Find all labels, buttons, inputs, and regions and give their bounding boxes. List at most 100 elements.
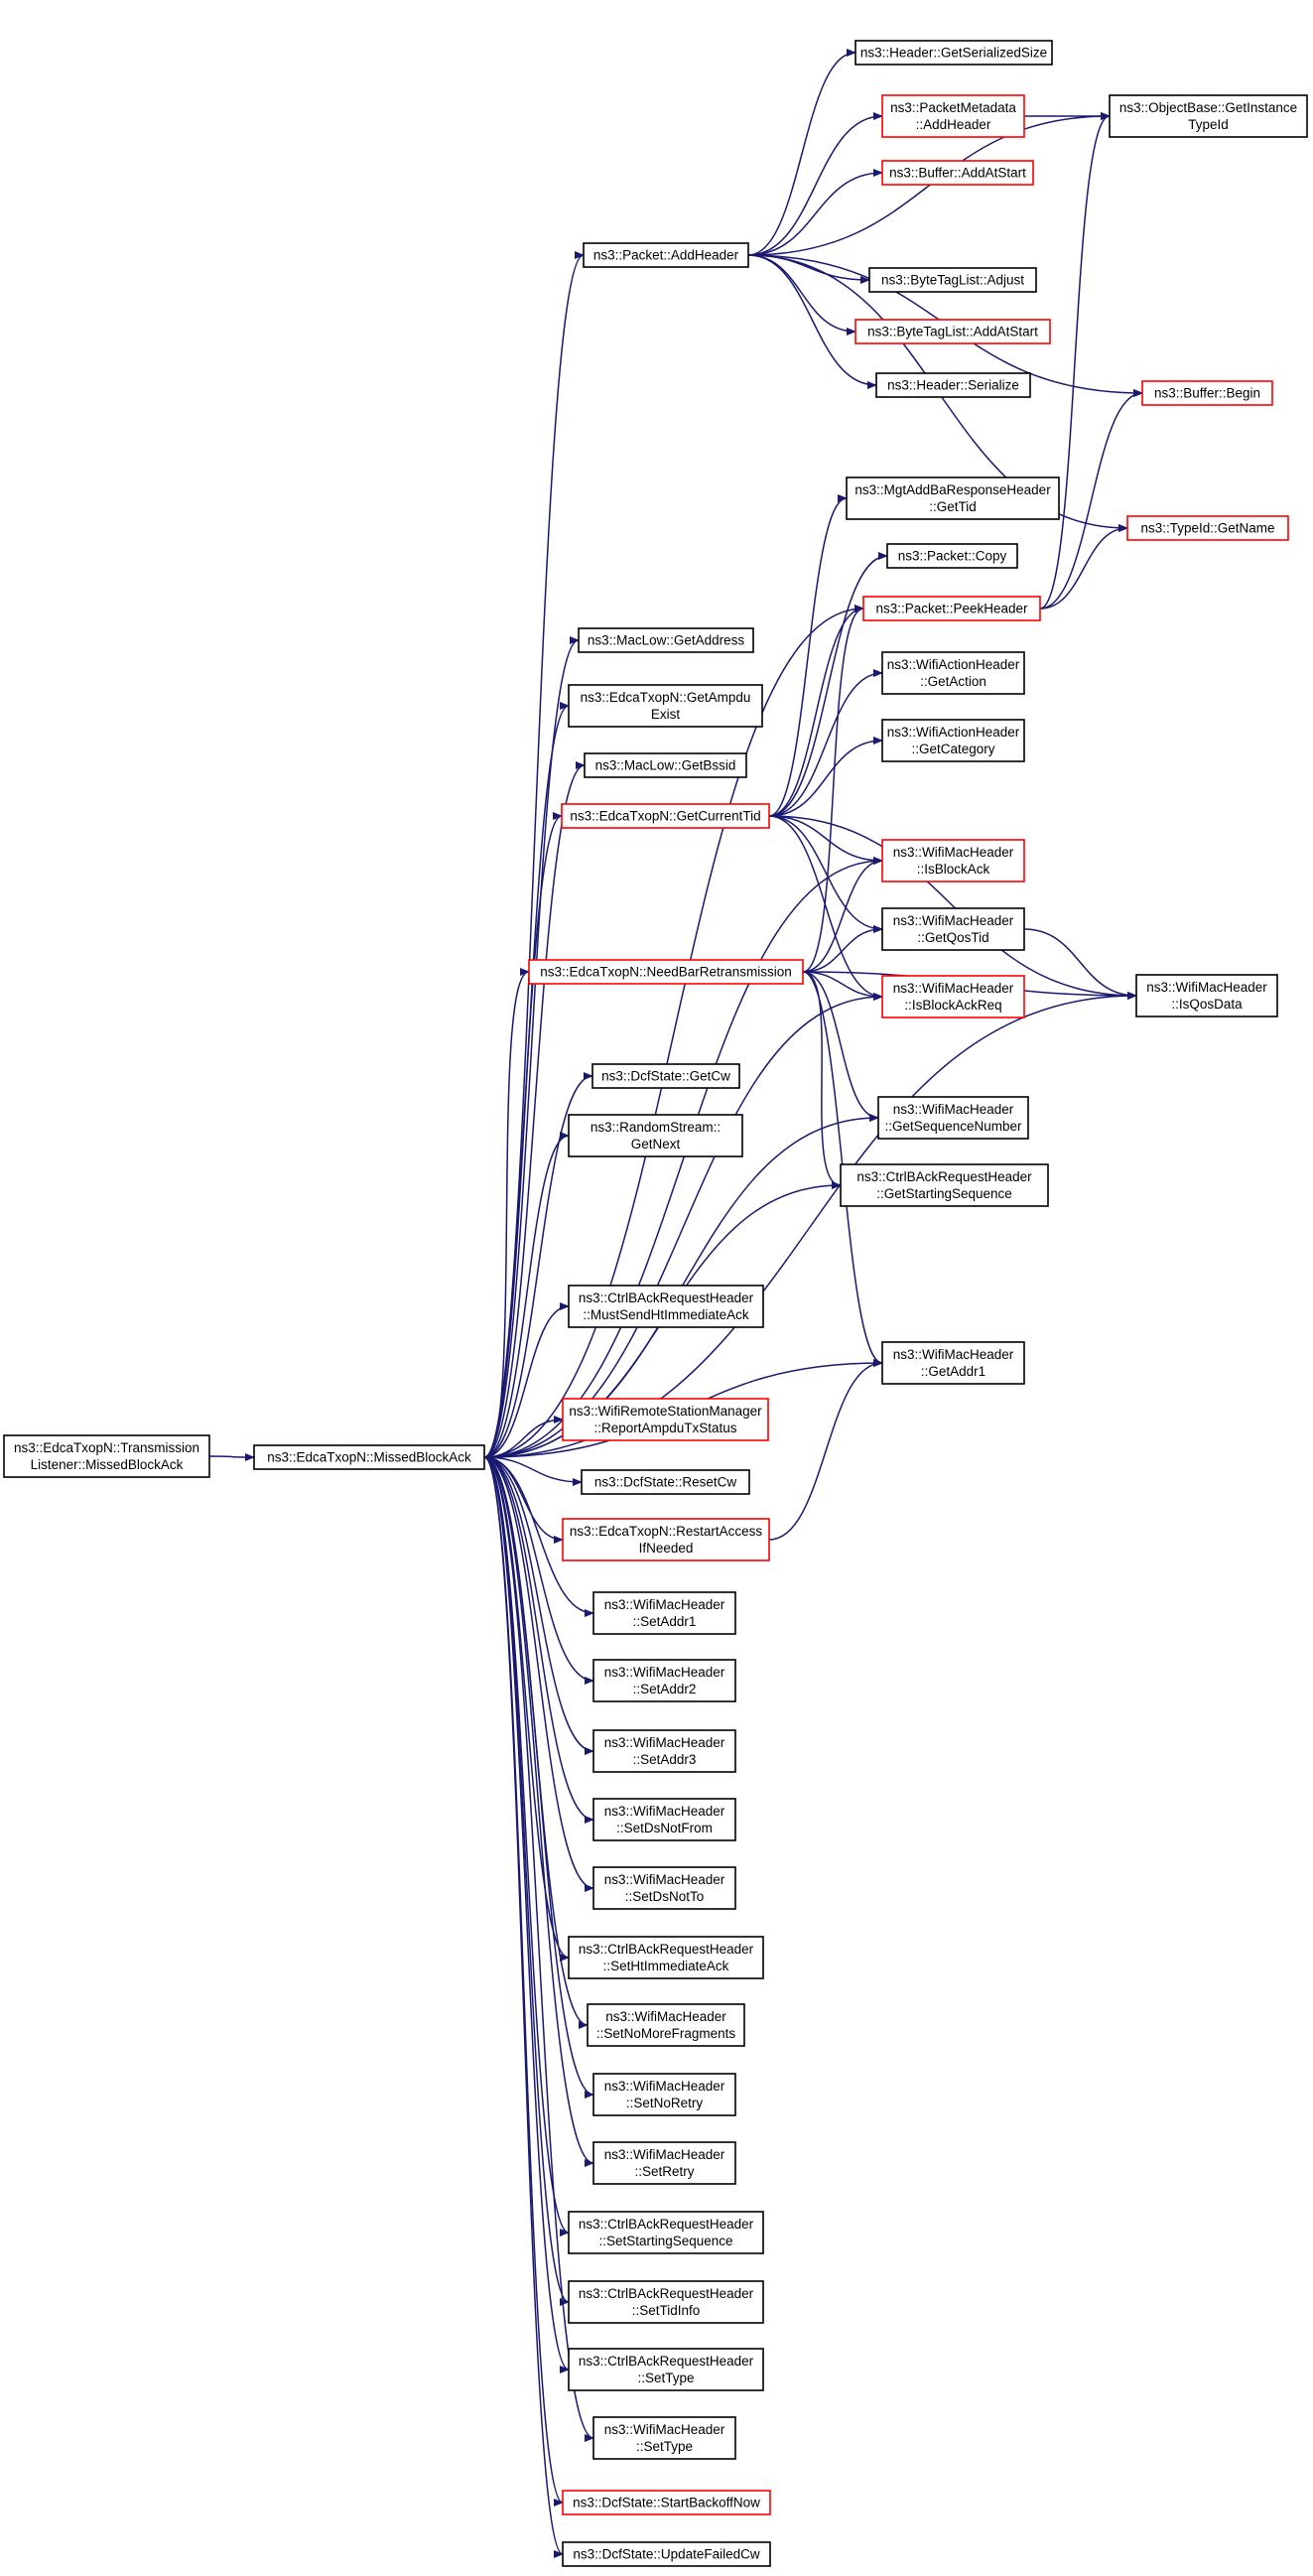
edge-mba-to-set-addr3 <box>483 1456 594 1755</box>
node-label-line: ns3::WifiMacHeader <box>604 1872 725 1887</box>
node-box <box>592 1591 736 1635</box>
node-label-line: ::SetStartingSequence <box>598 2234 732 2248</box>
node-header-serialize[interactable]: ns3::Header::Serialize <box>875 372 1031 398</box>
node-label-line: ::SetAddr1 <box>633 1614 697 1629</box>
node-box <box>881 94 1025 138</box>
node-pkt-copy[interactable]: ns3::Packet::Copy <box>886 543 1018 569</box>
node-dcf-reset-cw[interactable]: ns3::DcfState::ResetCw <box>581 1469 750 1495</box>
edge-mba-to-update-failed-cw <box>483 1456 564 2558</box>
node-add-header[interactable]: ns3::Packet::AddHeader <box>583 242 749 268</box>
node-peek-header[interactable]: ns3::Packet::PeekHeader <box>862 596 1041 621</box>
edge-get-current-tid-to-pkt-copy <box>768 552 888 817</box>
node-ctrl-set-type[interactable]: ns3::CtrlBAckRequestHeader::SetType <box>568 2348 764 2391</box>
node-get-serialized-size[interactable]: ns3::Header::GetSerializedSize <box>854 40 1053 66</box>
node-wa-get-action[interactable]: ns3::WifiActionHeader::GetAction <box>881 651 1025 695</box>
node-box <box>881 975 1025 1018</box>
node-set-no-more-frag[interactable]: ns3::WifiMacHeader::SetNoMoreFragments <box>587 2003 745 2047</box>
node-set-addr2[interactable]: ns3::WifiMacHeader::SetAddr2 <box>592 1659 736 1702</box>
node-box <box>568 1285 764 1328</box>
node-buf-add-at-start[interactable]: ns3::Buffer::AddAtStart <box>881 160 1034 186</box>
edge-mba-to-dcf-get-cw <box>483 1072 593 1458</box>
node-is-block-ack-req[interactable]: ns3::WifiMacHeader::IsBlockAckReq <box>881 975 1025 1018</box>
node-get-qos-tid[interactable]: ns3::WifiMacHeader::GetQosTid <box>881 907 1025 951</box>
edge-need-bar-to-get-seq-num <box>802 971 879 1122</box>
node-get-current-tid[interactable]: ns3::EdcaTxopN::GetCurrentTid <box>561 803 770 829</box>
node-pm-add-header[interactable]: ns3::PacketMetadata::AddHeader <box>881 94 1025 138</box>
node-label-line: ::GetAddr1 <box>921 1364 985 1379</box>
node-set-addr3[interactable]: ns3::WifiMacHeader::SetAddr3 <box>592 1729 736 1773</box>
edge-mba-to-dcf-reset-cw <box>483 1456 583 1486</box>
node-label-line: ns3::WifiMacHeader <box>893 845 1014 860</box>
node-label-line: ::IsBlockAck <box>917 862 990 877</box>
edge-get-current-tid-to-is-qos-data <box>768 815 1137 1000</box>
edge-get-current-tid-to-peek-header <box>768 605 864 817</box>
node-mac-get-bssid[interactable]: ns3::MacLow::GetBssid <box>584 752 747 778</box>
node-set-addr1[interactable]: ns3::WifiMacHeader::SetAddr1 <box>592 1591 736 1635</box>
node-must-send-ht[interactable]: ns3::CtrlBAckRequestHeader::MustSendHtIm… <box>568 1285 764 1328</box>
node-need-bar[interactable]: ns3::EdcaTxopN::NeedBarRetransmission <box>528 959 804 985</box>
node-box <box>568 1936 764 1979</box>
node-label-line: TypeId <box>1188 117 1229 132</box>
node-label-line: ::ReportAmpduTxStatus <box>593 1421 736 1435</box>
edge-peek-header-to-obj-get-instance <box>1039 112 1111 610</box>
edge-mba-to-rs-get-next <box>483 1132 570 1458</box>
node-label-line: ns3::WifiMacHeader <box>893 913 1014 928</box>
edge-mba-to-set-start-seq <box>483 1456 570 2237</box>
node-box <box>568 2348 764 2391</box>
node-root[interactable]: ns3::EdcaTxopN::TransmissionListener::Mi… <box>3 1434 210 1478</box>
node-wmh-set-type[interactable]: ns3::WifiMacHeader::SetType <box>592 2416 736 2460</box>
node-update-failed-cw[interactable]: ns3::DcfState::UpdateFailedCw <box>562 2541 771 2567</box>
node-box <box>881 160 1034 186</box>
node-btl-adjust[interactable]: ns3::ByteTagList::Adjust <box>868 267 1037 293</box>
node-type-id-get-name[interactable]: ns3::TypeId::GetName <box>1126 515 1289 541</box>
node-rs-get-next[interactable]: ns3::RandomStream::GetNext <box>568 1114 743 1157</box>
node-label-line: ns3::WifiMacHeader <box>604 2079 725 2094</box>
node-set-tid-info[interactable]: ns3::CtrlBAckRequestHeader::SetTidInfo <box>568 2280 764 2324</box>
node-get-seq-num[interactable]: ns3::WifiMacHeader::GetSequenceNumber <box>877 1096 1029 1140</box>
edge-need-bar-to-peek-header <box>802 605 864 973</box>
edge-layer <box>208 49 1143 2558</box>
edge-mba-to-set-retry <box>483 1456 594 2167</box>
node-set-no-retry[interactable]: ns3::WifiMacHeader::SetNoRetry <box>592 2073 736 2116</box>
node-label-line: ns3::MacLow::GetAddress <box>588 633 745 648</box>
edge-need-bar-to-get-qos-tid <box>802 925 883 973</box>
node-label-line: ns3::WifiMacHeader <box>893 1102 1014 1117</box>
node-buf-begin[interactable]: ns3::Buffer::Begin <box>1141 380 1273 406</box>
node-set-start-seq[interactable]: ns3::CtrlBAckRequestHeader::SetStartingS… <box>568 2211 764 2254</box>
node-label-line: ns3::WifiMacHeader <box>604 1597 725 1612</box>
edge-mba-to-add-header <box>483 251 585 1458</box>
node-label-line: GetNext <box>631 1137 681 1152</box>
node-is-qos-data[interactable]: ns3::WifiMacHeader::IsQosData <box>1135 974 1278 1017</box>
node-set-ht-imm-ack[interactable]: ns3::CtrlBAckRequestHeader::SetHtImmedia… <box>568 1936 764 1979</box>
node-label-line: ns3::EdcaTxopN::Transmission <box>14 1440 199 1455</box>
node-mba[interactable]: ns3::EdcaTxopN::MissedBlockAck <box>253 1444 485 1470</box>
node-report-ampdu[interactable]: ns3::WifiRemoteStationManager::ReportAmp… <box>562 1398 769 1441</box>
edge-add-header-to-btl-add-at-start <box>747 254 856 336</box>
edge-restart-access-to-get-addr1 <box>768 1359 883 1541</box>
node-box <box>528 959 804 985</box>
node-get-start-seq[interactable]: ns3::CtrlBAckRequestHeader::GetStartingS… <box>840 1163 1049 1207</box>
node-btl-add-at-start[interactable]: ns3::ByteTagList::AddAtStart <box>854 319 1051 344</box>
node-box <box>253 1444 485 1470</box>
node-mgt-get-tid[interactable]: ns3::MgtAddBaResponseHeader::GetTid <box>846 476 1060 520</box>
node-dcf-get-cw[interactable]: ns3::DcfState::GetCw <box>591 1063 740 1089</box>
node-mac-get-address[interactable]: ns3::MacLow::GetAddress <box>578 627 754 653</box>
node-box <box>591 1063 740 1089</box>
edge-get-current-tid-to-is-block-ack-req <box>768 815 883 1001</box>
node-set-ds-not-from[interactable]: ns3::WifiMacHeader::SetDsNotFrom <box>592 1798 736 1841</box>
node-is-block-ack[interactable]: ns3::WifiMacHeader::IsBlockAck <box>881 839 1025 882</box>
node-box <box>846 476 1060 520</box>
node-start-backoff[interactable]: ns3::DcfState::StartBackoffNow <box>562 2490 771 2515</box>
node-wa-get-category[interactable]: ns3::WifiActionHeader::GetCategory <box>881 719 1025 762</box>
node-set-retry[interactable]: ns3::WifiMacHeader::SetRetry <box>592 2141 736 2185</box>
node-box <box>854 40 1053 66</box>
edge-add-header-to-get-serialized-size <box>747 49 856 256</box>
node-label-line: ns3::TypeId::GetName <box>1140 521 1274 536</box>
node-set-ds-not-to[interactable]: ns3::WifiMacHeader::SetDsNotTo <box>592 1866 736 1910</box>
node-get-addr1[interactable]: ns3::WifiMacHeader::GetAddr1 <box>881 1341 1025 1385</box>
node-label-line: ::GetCategory <box>911 742 994 756</box>
node-label-line: ::SetHtImmediateAck <box>603 1959 729 1973</box>
